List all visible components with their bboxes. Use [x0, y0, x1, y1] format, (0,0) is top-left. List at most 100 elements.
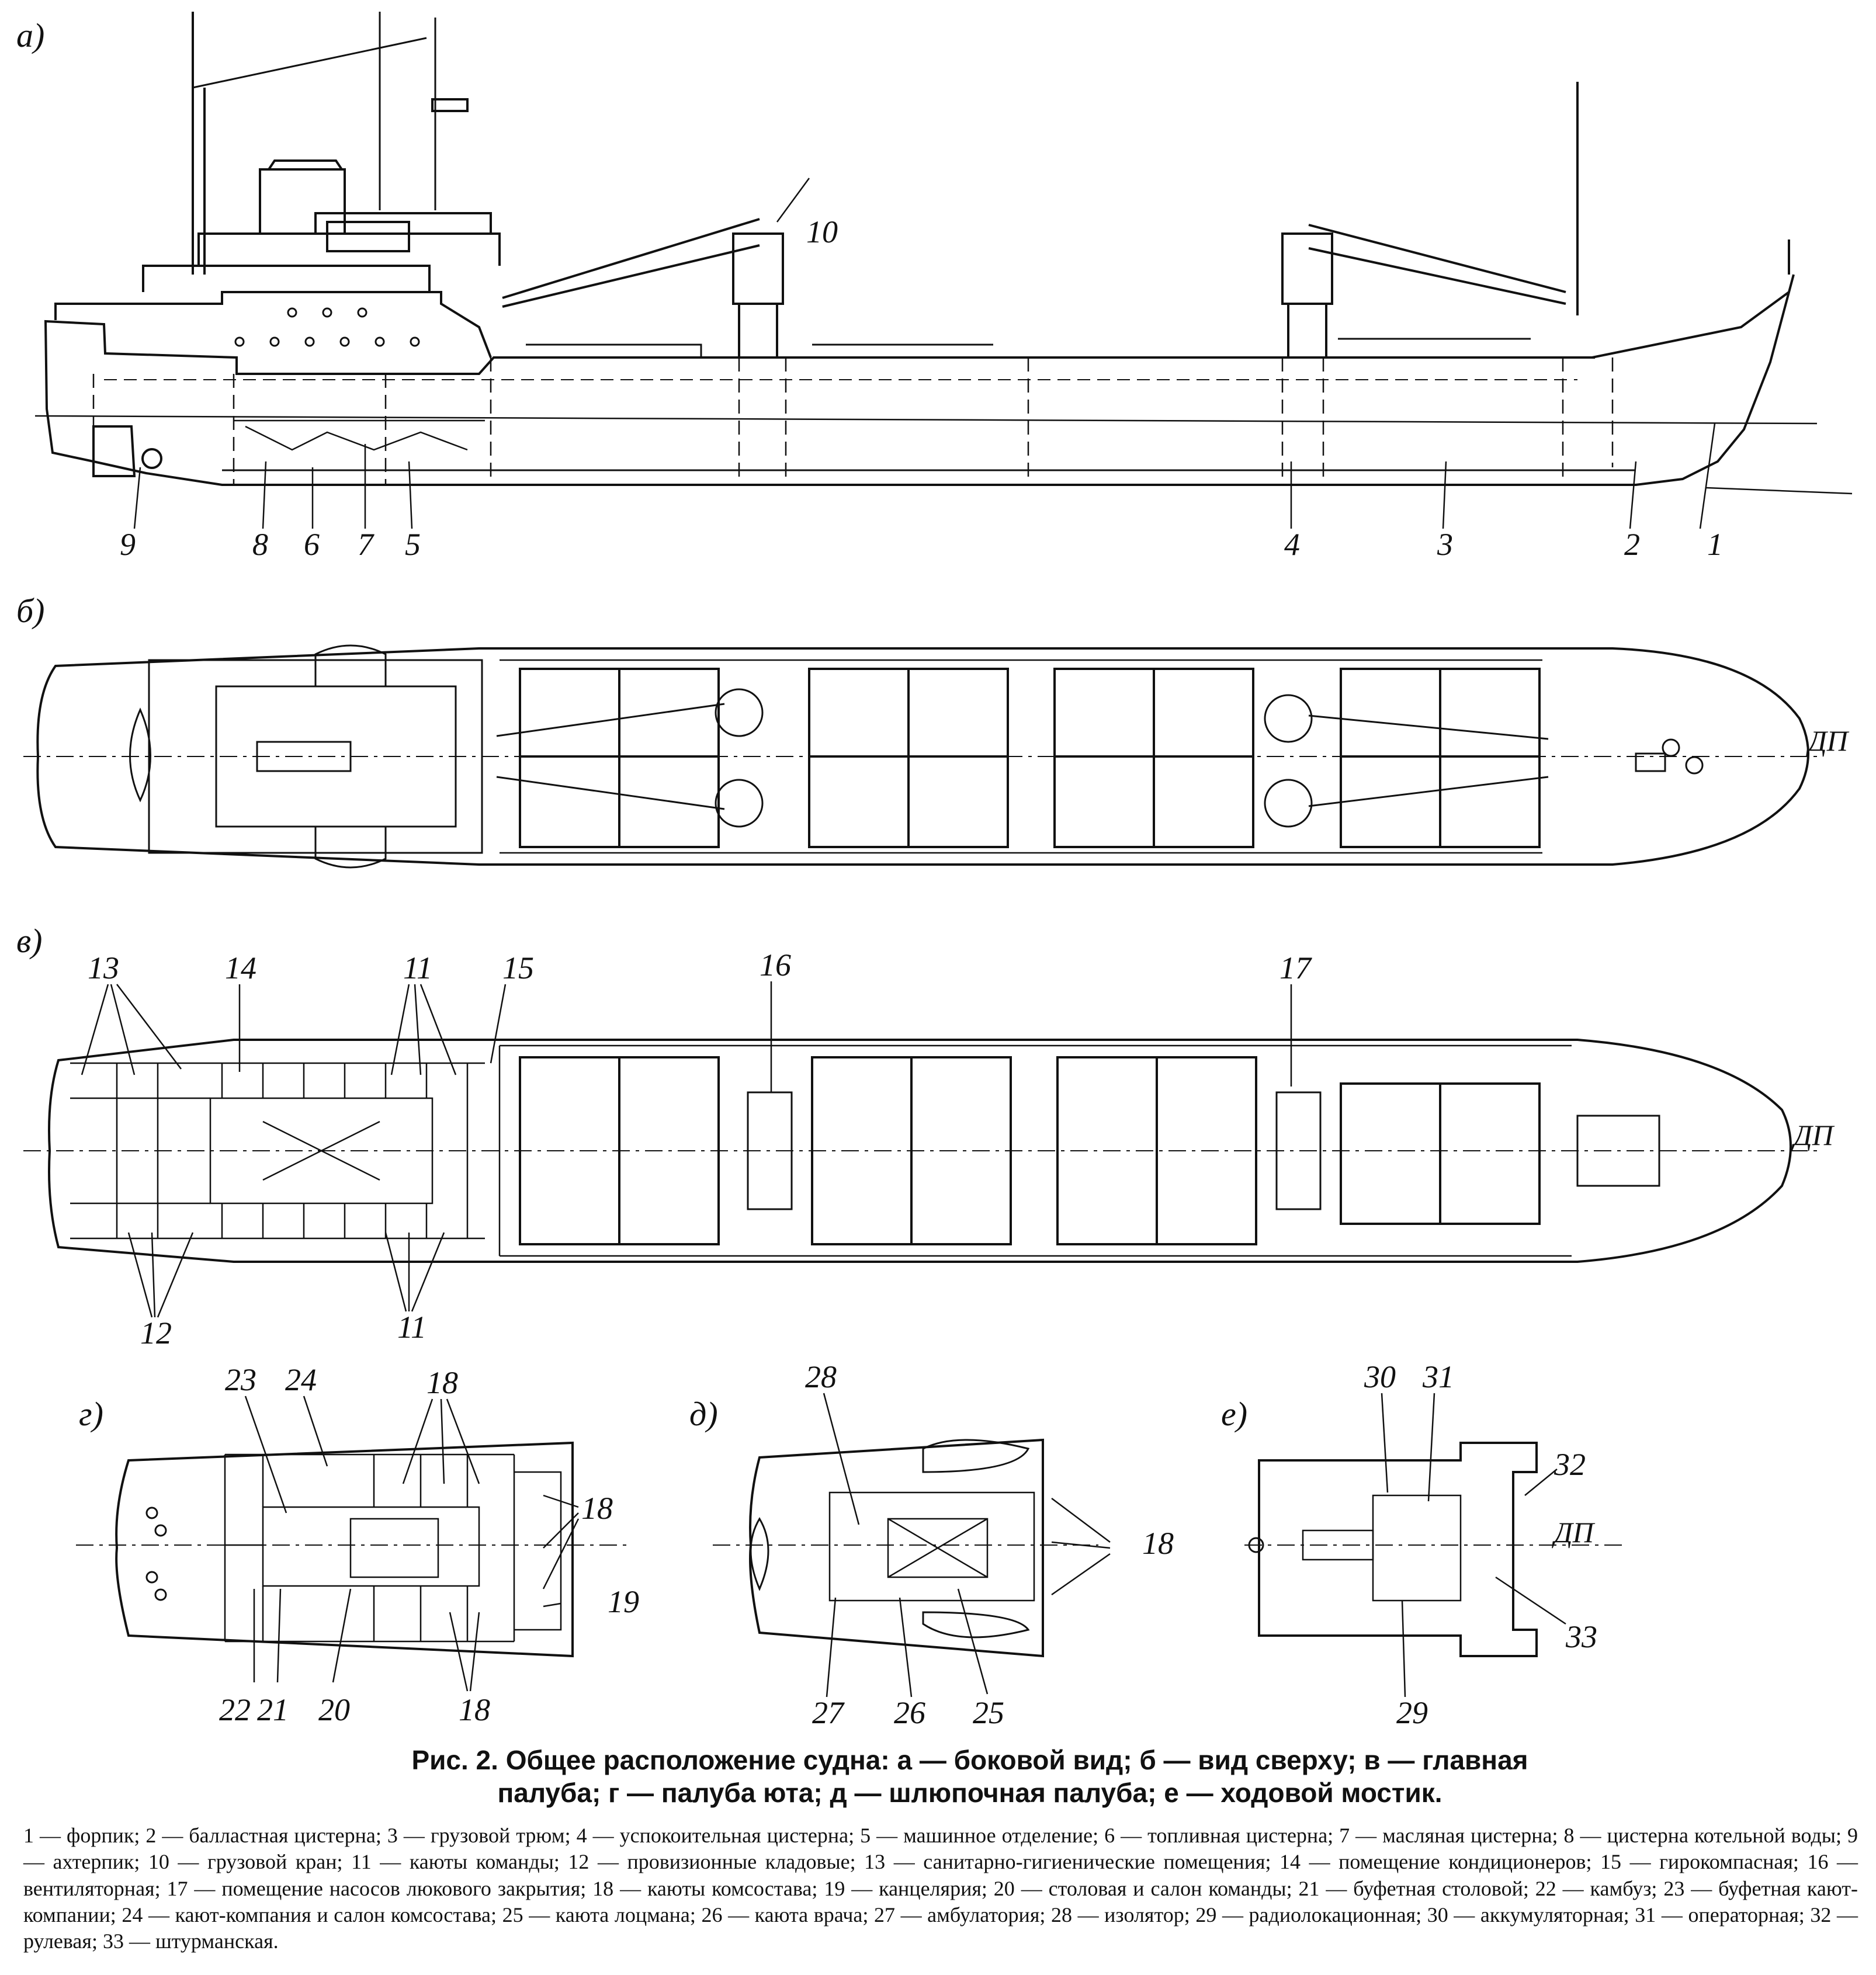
view-label-v: в) — [16, 922, 43, 960]
label-18-g-right: 18 — [581, 1491, 613, 1526]
side-view: а) — [16, 12, 1853, 529]
boat-deck — [142, 265, 431, 292]
label-3: 3 — [1437, 527, 1453, 562]
view-label-e: е) — [1221, 1395, 1247, 1433]
bridge-plan: е) — [1221, 1393, 1624, 1698]
bridge-console — [1302, 1529, 1374, 1561]
poop-deck-numbers: 23 24 18 18 19 22 21 20 18 — [219, 1362, 639, 1727]
radar-antenna — [431, 98, 469, 112]
bridge-leaders — [1381, 1393, 1566, 1698]
label-18-g-bottom: 18 — [459, 1692, 490, 1727]
boat-deck-leaders — [823, 1393, 1111, 1698]
label-18-d: 18 — [1142, 1526, 1174, 1561]
waterline — [34, 415, 1818, 425]
top-view: б) — [16, 592, 1823, 869]
poop-leaders — [244, 1396, 580, 1692]
side-view-numbers: 1 2 3 4 5 6 7 8 9 10 — [120, 214, 1723, 562]
label-13: 13 — [88, 950, 119, 985]
rudder — [92, 425, 136, 477]
boat-deck-numbers: 28 18 27 26 25 — [805, 1359, 1174, 1730]
label-5: 5 — [405, 527, 421, 562]
label-33: 33 — [1565, 1619, 1597, 1654]
side-leaders — [133, 178, 1716, 529]
boat-deck-outline — [749, 1438, 1044, 1658]
figure-caption: Рис. 2. Общее расположение судна: а — бо… — [315, 1744, 1624, 1809]
portholes — [234, 307, 420, 347]
label-19: 19 — [608, 1584, 639, 1619]
dp-label-b: ДП — [1806, 724, 1850, 757]
main-deck-hatches — [519, 1056, 1541, 1245]
bulkheads — [92, 357, 1614, 485]
label-32: 32 — [1553, 1447, 1586, 1482]
bridge-numbers: 30 31 32 33 29 — [1364, 1359, 1597, 1730]
engine-room — [234, 419, 485, 451]
top-superstructure — [148, 659, 483, 854]
top-aft-crane-booms — [496, 703, 725, 810]
top-fore-crane-booms — [1308, 714, 1549, 807]
main-deck-leaders — [81, 981, 1292, 1318]
poop-deck-plan: г) — [76, 1395, 631, 1692]
label-6: 6 — [304, 527, 320, 562]
label-26: 26 — [894, 1695, 925, 1730]
label-17: 17 — [1279, 950, 1312, 985]
label-12: 12 — [140, 1315, 172, 1351]
label-11-top: 11 — [403, 950, 432, 985]
hatch-covers — [526, 338, 1531, 357]
caption-line-1: Рис. 2. Общее расположение судна: а — бо… — [411, 1745, 1528, 1775]
boat-deck-plan: д) — [689, 1393, 1111, 1698]
propeller — [141, 448, 162, 469]
cargo-crane-aft — [502, 218, 784, 356]
funnel — [259, 168, 346, 234]
top-stern-boat — [129, 707, 151, 803]
label-18-g-top: 18 — [426, 1365, 458, 1400]
label-25: 25 — [973, 1695, 1004, 1730]
poop-rooms — [224, 1453, 562, 1643]
hatch-pump-room-box — [1275, 1091, 1322, 1210]
label-27: 27 — [812, 1695, 845, 1730]
label-22: 22 — [219, 1692, 251, 1727]
label-4: 4 — [1284, 527, 1300, 562]
bridge-outline — [1258, 1442, 1538, 1657]
label-28: 28 — [805, 1359, 837, 1394]
fore-store — [1576, 1115, 1660, 1187]
main-deck-cabins — [70, 1062, 485, 1240]
figure-legend: 1 — форпик; 2 — балластная цистерна; 3 —… — [23, 1824, 1858, 1953]
view-label-g: г) — [79, 1395, 103, 1433]
label-7: 7 — [358, 527, 374, 562]
label-10: 10 — [806, 214, 838, 249]
top-hatches — [519, 668, 1541, 848]
label-16: 16 — [760, 947, 791, 983]
dp-label-e: ДП — [1552, 1516, 1596, 1549]
lifeboat-side — [326, 221, 410, 252]
label-11-bottom: 11 — [397, 1310, 426, 1345]
bridge-rooms — [1372, 1494, 1462, 1602]
boat-deck-stair — [887, 1518, 989, 1578]
main-deck-numbers: 13 14 11 15 16 17 12 11 — [88, 947, 1312, 1351]
view-label-b: б) — [16, 592, 44, 630]
top-funnel — [256, 741, 352, 772]
top-lifeboats — [314, 644, 387, 869]
dp-label-v: ДП — [1791, 1119, 1835, 1151]
boat-deck-lifeboats — [922, 1439, 1030, 1639]
boat-deck-stern-boat — [750, 1517, 769, 1591]
poop-deck — [54, 291, 492, 358]
wheelhouse — [314, 212, 492, 234]
label-21: 21 — [257, 1692, 289, 1727]
hull-outline — [44, 274, 1795, 486]
label-30: 30 — [1364, 1359, 1396, 1394]
label-29: 29 — [1396, 1695, 1428, 1730]
view-label-a: а) — [16, 16, 44, 54]
boat-deck-house — [828, 1491, 1035, 1602]
bridge-compass — [1248, 1537, 1264, 1553]
main-deck-coaming — [498, 1044, 1572, 1257]
label-2: 2 — [1624, 527, 1640, 562]
label-1: 1 — [1707, 527, 1723, 562]
label-14: 14 — [225, 950, 256, 985]
baseline-extension — [1705, 487, 1853, 495]
poop-deck-outline — [115, 1441, 574, 1658]
ventilator-room-box — [747, 1091, 793, 1210]
mast-rigging — [192, 12, 436, 210]
caption-line-2: палуба; г — палуба юта; д — шлюпочная па… — [497, 1778, 1442, 1809]
aft-mast — [192, 12, 206, 275]
label-23: 23 — [225, 1362, 256, 1397]
